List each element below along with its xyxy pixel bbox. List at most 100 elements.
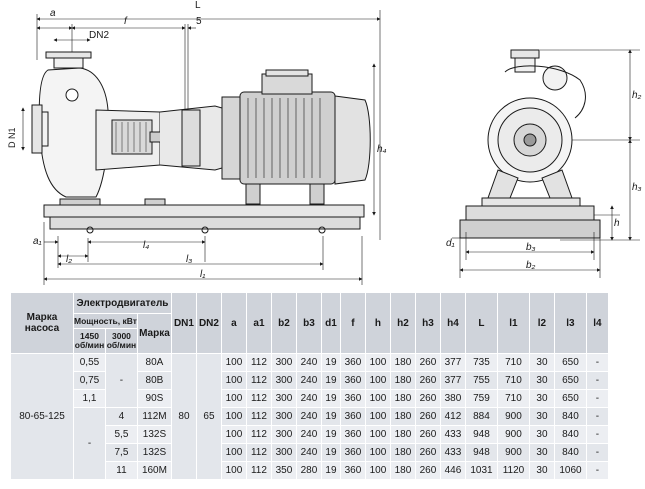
cell-dim-a: 100 — [220, 371, 247, 390]
header-dim-dn2: DN2 — [195, 292, 222, 354]
cell-dim-h3: 260 — [414, 353, 441, 372]
cell-dim-d1: 19 — [320, 407, 341, 426]
cell-dim-l3: 1060 — [553, 461, 587, 480]
cell-dim-a: 100 — [220, 461, 247, 480]
cell-dim-d1: 19 — [320, 461, 341, 480]
cell-dim-l: 759 — [464, 389, 498, 408]
cell-dim-l: 1031 — [464, 461, 498, 480]
header-dim-d1: d1 — [320, 292, 341, 354]
cell-dim-h: 100 — [364, 407, 391, 426]
cell-dim-b3: 240 — [295, 389, 322, 408]
cell-motor-model: 160M — [136, 461, 172, 480]
cell-dim-l1: 900 — [496, 407, 530, 426]
cell-dim-b3: 240 — [295, 425, 322, 444]
cell-dim-h4: 377 — [439, 353, 466, 372]
cell-dim-b2: 300 — [270, 425, 297, 444]
dim-label-l: L — [195, 0, 201, 11]
cell-dim-b2: 300 — [270, 443, 297, 462]
pump-technical-drawing: a f L 5 DN2 D N1 a₁ l₂ l₄ l₃ l₁ h₄ — [7, 0, 642, 285]
cell-dim-h2: 180 — [389, 407, 416, 426]
dim-label-dn1: D N1 — [7, 127, 17, 148]
cell-dim-f: 360 — [339, 389, 366, 408]
cell-dim-h3: 260 — [414, 443, 441, 462]
cell-power-3000: 4 — [104, 407, 138, 426]
cell-dim-a1: 112 — [245, 389, 272, 408]
cell-dim-h: 100 — [364, 461, 391, 480]
cell-dim-a: 100 — [220, 389, 247, 408]
header-dim-h: h — [364, 292, 391, 354]
header-rpm-1450: 1450 об/мин — [73, 328, 106, 354]
cell-dim-l4: - — [585, 443, 609, 462]
header-model: Марка насоса — [10, 292, 74, 354]
cell-dim-l1: 900 — [496, 425, 530, 444]
cell-dim-l3: 840 — [553, 443, 587, 462]
cell-dim-l4: - — [585, 461, 609, 480]
cell-motor-model: 112M — [136, 407, 172, 426]
dim-label-5: 5 — [196, 16, 202, 27]
cell-dn1: 80 — [170, 353, 197, 480]
cell-dim-l2: 30 — [528, 443, 555, 462]
cell-dim-b2: 300 — [270, 353, 297, 372]
cell-dim-a: 100 — [220, 443, 247, 462]
cell-dim-h3: 260 — [414, 461, 441, 480]
cell-dim-l4: - — [585, 407, 609, 426]
cell-power-1450: 0,55 — [73, 353, 106, 372]
cell-dim-l3: 840 — [553, 407, 587, 426]
cell-dim-a1: 112 — [245, 425, 272, 444]
dim-label-h4: h₄ — [377, 144, 387, 155]
cell-dim-h2: 180 — [389, 425, 416, 444]
dim-label-h3: h₃ — [632, 182, 642, 193]
cell-dim-a1: 112 — [245, 407, 272, 426]
header-dim-l3: l3 — [553, 292, 587, 354]
cell-dim-l2: 30 — [528, 425, 555, 444]
dim-label-d1: d₁ — [446, 238, 455, 249]
dim-label-l4: l₄ — [143, 240, 149, 251]
cell-dim-f: 360 — [339, 353, 366, 372]
cell-dim-l: 948 — [464, 425, 498, 444]
cell-dim-b3: 240 — [295, 371, 322, 390]
cell-dim-f: 360 — [339, 407, 366, 426]
cell-dim-l: 884 — [464, 407, 498, 426]
header-dim-b2: b2 — [270, 292, 297, 354]
cell-dim-d1: 19 — [320, 353, 341, 372]
dim-label-a1: a₁ — [33, 236, 42, 247]
cell-dim-b2: 300 — [270, 371, 297, 390]
cell-dim-h4: 377 — [439, 371, 466, 390]
header-power: Мощность, кВт — [73, 313, 138, 329]
header-dim-a1: a1 — [245, 292, 272, 354]
header-dim-h3: h3 — [414, 292, 441, 354]
cell-dim-b3: 240 — [295, 353, 322, 372]
cell-dim-l3: 650 — [553, 371, 587, 390]
cell-dim-l2: 30 — [528, 389, 555, 408]
cell-dim-l4: - — [585, 353, 609, 372]
cell-dim-l1: 1120 — [496, 461, 530, 480]
cell-dim-h2: 180 — [389, 443, 416, 462]
cell-dim-l4: - — [585, 371, 609, 390]
header-dim-h2: h2 — [389, 292, 416, 354]
cell-dim-f: 360 — [339, 425, 366, 444]
cell-dim-d1: 19 — [320, 389, 341, 408]
cell-dim-h4: 412 — [439, 407, 466, 426]
cell-dim-h4: 433 — [439, 443, 466, 462]
cell-dim-b3: 240 — [295, 407, 322, 426]
cell-dim-h4: 433 — [439, 425, 466, 444]
cell-dim-l2: 30 — [528, 461, 555, 480]
cell-dim-d1: 19 — [320, 443, 341, 462]
header-motor: Электродвигатель — [73, 292, 172, 314]
cell-dim-l1: 710 — [496, 371, 530, 390]
cell-dim-f: 360 — [339, 461, 366, 480]
cell-dim-f: 360 — [339, 443, 366, 462]
cell-dim-b2: 300 — [270, 407, 297, 426]
cell-dim-l4: - — [585, 425, 609, 444]
cell-dim-d1: 19 — [320, 371, 341, 390]
cell-dim-h2: 180 — [389, 371, 416, 390]
header-dim-b3: b3 — [295, 292, 322, 354]
header-dim-l4: l4 — [585, 292, 609, 354]
cell-dim-l2: 30 — [528, 407, 555, 426]
cell-dim-a1: 112 — [245, 353, 272, 372]
cell-dim-l3: 650 — [553, 353, 587, 372]
cell-dim-h2: 180 — [389, 461, 416, 480]
